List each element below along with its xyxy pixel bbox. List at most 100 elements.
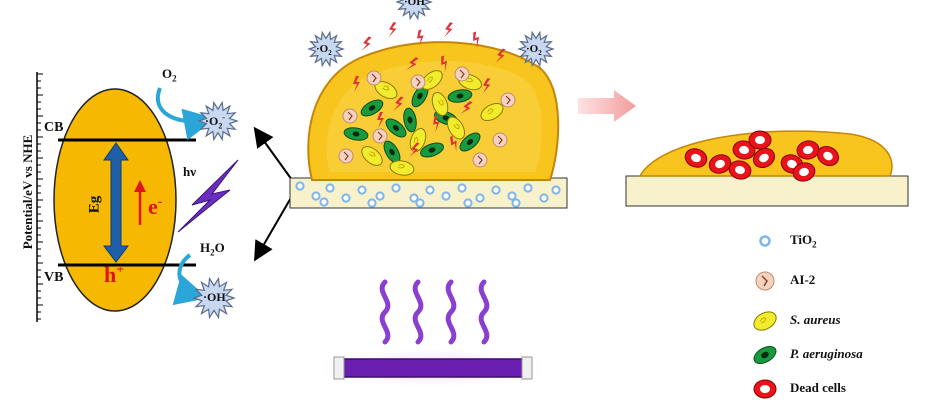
legend-item-label: TiO2	[790, 232, 817, 250]
lightning-icon	[443, 22, 453, 38]
dead-cell	[752, 147, 776, 169]
legend-item-label: AI-2	[790, 272, 816, 287]
tio2-particle	[425, 185, 435, 195]
electron-excitation-arrow	[134, 180, 146, 225]
band-diagram	[36, 72, 196, 322]
p-aeruginosa-cell	[420, 142, 444, 158]
s-aureus-cell	[361, 146, 383, 166]
uv-lamp	[322, 279, 542, 386]
hole-label: h+	[104, 262, 125, 287]
ai2-molecule	[454, 66, 470, 82]
s-aureus-cell	[431, 91, 449, 117]
s-aureus-cell	[480, 102, 504, 122]
p-aeruginosa-cell-icon	[753, 345, 777, 365]
dead-cell	[732, 140, 756, 160]
tio2-particle	[491, 185, 501, 195]
tio2-particle	[319, 197, 329, 207]
ai2-molecule-icon	[755, 271, 775, 291]
tio2-particle	[441, 191, 451, 201]
ai2-molecule	[500, 92, 516, 108]
superoxide-label: ·O2-	[205, 113, 226, 131]
tio2-particle	[475, 193, 485, 203]
tio2-particle	[341, 193, 351, 203]
p-aeruginosa-cell	[360, 99, 384, 117]
legend-item-label: Dead cells	[790, 380, 846, 395]
s-aureus-cell	[446, 116, 466, 140]
dead-cells-cluster	[684, 130, 840, 182]
superoxide-burst-icon	[197, 100, 239, 142]
lightning-icon	[393, 96, 404, 111]
electron-label: e-	[148, 194, 163, 219]
p-aeruginosa-cell	[447, 89, 473, 103]
p-aeruginosa-cell	[343, 127, 369, 141]
o2-reactant-label: O2	[162, 66, 177, 84]
ai2-molecule	[472, 152, 488, 168]
hydroxyl-burst-icon	[192, 276, 236, 320]
lightning-icon	[409, 142, 420, 157]
superoxide-center-right-label: ·O2	[526, 43, 542, 58]
substrate-right	[625, 175, 909, 207]
lightning-icon	[353, 76, 360, 92]
biofilm-lightning	[353, 22, 506, 157]
tio2-particle	[539, 193, 549, 203]
tio2-particle	[357, 185, 367, 195]
p-aeruginosa-cell	[459, 132, 481, 152]
ai2-molecule	[492, 132, 508, 148]
hydroxyl-label: ·OH	[203, 290, 226, 304]
tio2-particle	[457, 183, 467, 193]
ai2-molecule	[410, 74, 426, 90]
dead-cell	[728, 160, 752, 180]
dead-cell	[796, 140, 820, 160]
zoom-arrow-top	[253, 126, 293, 181]
superoxide-center-left-label: ·O2	[316, 43, 332, 58]
tio2-particle	[295, 181, 305, 191]
lightning-icon	[406, 57, 419, 70]
water-label: H2O	[200, 240, 225, 258]
axis-ticks	[37, 73, 43, 320]
transition-arrow	[578, 90, 636, 122]
hydroxyl-formation-arrow	[172, 253, 208, 306]
ai2-molecule	[342, 108, 358, 124]
lightning-icon	[388, 22, 397, 38]
dead-cell	[748, 130, 772, 150]
s-aureus-cell	[389, 160, 415, 176]
superoxide-formation-arrow	[156, 87, 216, 141]
tio2-particle	[507, 191, 517, 201]
tio2-particle	[325, 183, 335, 193]
s-aureus-cell	[421, 70, 443, 90]
lightning-icon	[482, 78, 491, 94]
lightning-icon	[417, 29, 424, 47]
axis-label: Potential/eV vs NHE	[20, 134, 35, 250]
band-gap-arrow	[103, 142, 129, 263]
tio2-particle-icon	[759, 235, 771, 247]
lightning-icon	[473, 31, 480, 49]
dead-cell	[816, 145, 840, 167]
lightning-icon	[450, 135, 457, 152]
biofilm-cells	[338, 66, 516, 176]
dead-cell	[708, 154, 732, 174]
ai2-molecule	[372, 128, 388, 144]
legend-item-label: S. aureus	[790, 312, 841, 327]
p-aeruginosa-cell	[385, 118, 407, 138]
light-bolt-icon	[177, 159, 239, 233]
hydroxyl-center-label: ·OH	[404, 0, 425, 8]
tio2-particle	[375, 191, 385, 201]
lightning-icon	[460, 101, 473, 114]
lightning-icon	[361, 36, 372, 51]
zoom-arrow-bottom	[253, 195, 293, 262]
lightning-icon	[495, 48, 506, 63]
tio2-particle	[551, 185, 561, 195]
dead-cell	[792, 162, 816, 182]
tio2-particle	[311, 191, 321, 201]
eg-label: Eg	[86, 195, 103, 214]
tio2-particle	[463, 198, 473, 208]
tio2-particle	[391, 183, 401, 193]
light-label: hν	[183, 164, 197, 179]
legend-item-label: P. aeruginosa	[790, 346, 863, 361]
dead-cell-icon	[753, 379, 777, 399]
superoxide-burst-left-icon	[307, 30, 345, 68]
tio2-particle	[415, 198, 425, 208]
vb-label: VB	[44, 270, 64, 285]
